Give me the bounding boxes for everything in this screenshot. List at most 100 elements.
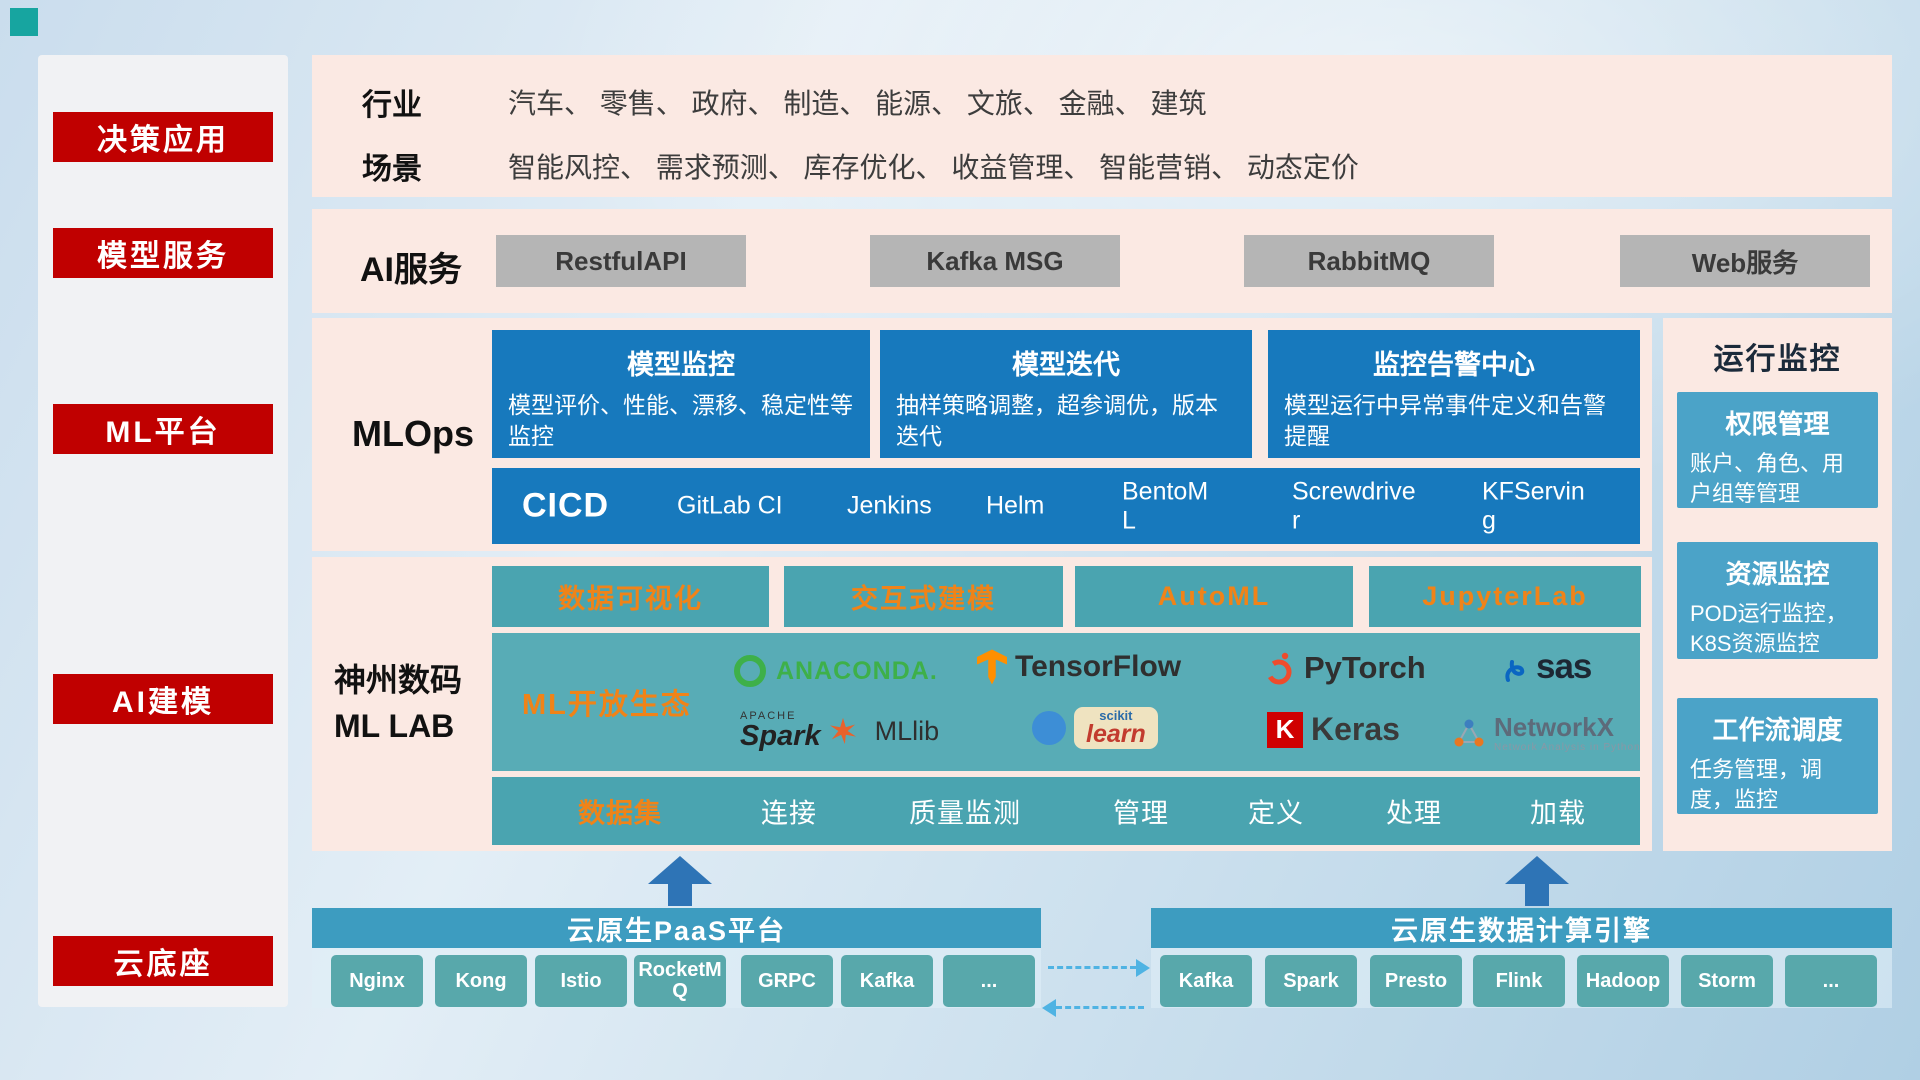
scenario-list: 智能风控、 需求预测、 库存优化、 收益管理、 智能营销、 动态定价 bbox=[508, 152, 1359, 183]
mllab-label: 神州数码 ML LAB bbox=[334, 657, 462, 750]
engine-presto-button: Presto bbox=[1370, 955, 1462, 1007]
scikit-learn-logo: scikit learn bbox=[1032, 707, 1158, 749]
resource-monitor-title: 资源监控 bbox=[1725, 559, 1830, 589]
dashed-arrow-left-head-icon bbox=[1042, 999, 1056, 1017]
cicd-screwdriver: Screwdriver bbox=[1292, 477, 1416, 534]
web-service-button: Web服务 bbox=[1620, 235, 1870, 287]
industry-label: 行业 bbox=[362, 89, 422, 122]
restful-api-button: RestfulAPI bbox=[496, 235, 746, 287]
resource-monitor-desc: POD运行监控，K8S资源监控 bbox=[1690, 601, 1848, 656]
cicd-title: CICD bbox=[522, 486, 610, 525]
paas-platform-bar: 云原生PaaS平台 bbox=[312, 908, 1041, 948]
cicd-gitlab: GitLab CI bbox=[677, 491, 783, 520]
scikit-learn-badge: scikit learn bbox=[1074, 707, 1158, 749]
tensorflow-wordmark: TensorFlow bbox=[1015, 650, 1182, 683]
dataset-label: 数据集 bbox=[578, 798, 662, 829]
keras-logo: K Keras bbox=[1267, 711, 1400, 748]
ml-ecosystem-box: ML开放生态 ANACONDA. TensorFlow PyTorch bbox=[492, 633, 1640, 771]
anaconda-wordmark: ANACONDA. bbox=[776, 656, 938, 685]
engine-spark-button: Spark bbox=[1265, 955, 1357, 1007]
dataset-loading: 加载 bbox=[1530, 798, 1586, 829]
interactive-modeling-button: 交互式建模 bbox=[784, 566, 1063, 627]
ai-service-label: AI服务 bbox=[360, 251, 462, 289]
dataset-quality: 质量监测 bbox=[909, 798, 1021, 829]
cicd-helm: Helm bbox=[986, 491, 1045, 520]
pytorch-icon bbox=[1266, 652, 1292, 685]
up-arrow-left-icon bbox=[648, 856, 712, 906]
networkx-icon bbox=[1454, 719, 1484, 747]
left-category-rail: 决策应用 模型服务 ML平台 AI建模 云底座 bbox=[38, 55, 288, 1007]
anaconda-icon bbox=[734, 655, 766, 687]
resource-monitor-card: 资源监控 POD运行监控，K8S资源监控 bbox=[1677, 542, 1878, 659]
mllab-panel: 神州数码 ML LAB 数据可视化 交互式建模 AutoML JupyterLa… bbox=[312, 557, 1652, 851]
rail-item-ai-modeling: AI建模 bbox=[53, 674, 273, 724]
anaconda-logo: ANACONDA. bbox=[732, 653, 938, 689]
rail-item-model-service: 模型服务 bbox=[53, 228, 273, 278]
dataset-processing: 处理 bbox=[1386, 798, 1442, 829]
sas-wordmark: sas bbox=[1536, 647, 1592, 686]
rail-item-ml-platform: ML平台 bbox=[53, 404, 273, 454]
scikit-label: scikit bbox=[1099, 708, 1133, 723]
ai-service-panel: AI服务 RestfulAPI Kafka MSG RabbitMQ Web服务 bbox=[312, 209, 1892, 313]
dataset-connect: 连接 bbox=[761, 798, 817, 829]
tensorflow-logo: TensorFlow bbox=[977, 649, 1181, 685]
paas-istio-button: Istio bbox=[535, 955, 627, 1007]
cicd-bar: CICD GitLab CI Jenkins Helm BentoML Scre… bbox=[492, 468, 1640, 544]
data-engine-group: 云原生数据计算引擎 Kafka Spark Presto Flink Hadoo… bbox=[1151, 908, 1892, 1008]
paas-nginx-button: Nginx bbox=[331, 955, 423, 1007]
dataset-definition: 定义 bbox=[1248, 798, 1304, 829]
dashed-arrow-right-head-icon bbox=[1136, 959, 1150, 977]
cicd-kfserving: KFServing bbox=[1482, 477, 1585, 534]
spark-wordmark-block: APACHE Spark bbox=[740, 711, 821, 751]
workflow-scheduler-card: 工作流调度 任务管理，调度，监控 bbox=[1677, 698, 1878, 814]
pytorch-wordmark: PyTorch bbox=[1304, 650, 1426, 685]
model-iteration-title: 模型迭代 bbox=[1012, 350, 1120, 380]
mllab-label-line1: 神州数码 bbox=[334, 662, 463, 698]
paas-grpc-button: GRPC bbox=[741, 955, 833, 1007]
apache-label: APACHE bbox=[740, 710, 797, 722]
engine-kafka-button: Kafka bbox=[1160, 955, 1252, 1007]
networkx-wordmark: NetworkX bbox=[1494, 712, 1614, 742]
alert-center-card: 监控告警中心 模型运行中异常事件定义和告警提醒 bbox=[1268, 330, 1640, 458]
paas-rocketmq-button: RocketMQ bbox=[634, 955, 726, 1007]
up-arrow-right-icon bbox=[1505, 856, 1569, 906]
model-iteration-card: 模型迭代 抽样策略调整，超参调优，版本迭代 bbox=[880, 330, 1252, 458]
paas-platform-group: 云原生PaaS平台 Nginx Kong Istio RocketMQ GRPC… bbox=[312, 908, 1041, 1008]
ml-ecosystem-label: ML开放生态 bbox=[522, 689, 692, 721]
cicd-jenkins: Jenkins bbox=[847, 491, 932, 520]
corner-decoration bbox=[10, 8, 38, 36]
sas-logo: sas bbox=[1502, 647, 1592, 687]
spark-wordmark: Spark bbox=[740, 720, 821, 752]
engine-hadoop-button: Hadoop bbox=[1577, 955, 1669, 1007]
model-monitoring-card: 模型监控 模型评价、性能、漂移、稳定性等监控 bbox=[492, 330, 870, 458]
runtime-monitoring-title: 运行监控 bbox=[1713, 343, 1842, 376]
learn-label: learn bbox=[1086, 720, 1146, 748]
tensorflow-icon bbox=[977, 649, 1007, 685]
dataset-management: 管理 bbox=[1113, 798, 1169, 829]
dashed-arrow-right-line bbox=[1048, 966, 1136, 969]
spark-mllib-logo: APACHE Spark MLlib bbox=[740, 711, 939, 751]
alert-center-desc: 模型运行中异常事件定义和告警提醒 bbox=[1284, 392, 1606, 450]
pytorch-logo: PyTorch bbox=[1262, 649, 1426, 687]
model-iteration-desc: 抽样策略调整，超参调优，版本迭代 bbox=[896, 392, 1218, 450]
workflow-scheduler-title: 工作流调度 bbox=[1712, 715, 1843, 745]
rail-item-decision-app: 决策应用 bbox=[53, 112, 273, 162]
engine-more-button: ... bbox=[1785, 955, 1877, 1007]
engine-storm-button: Storm bbox=[1681, 955, 1773, 1007]
permission-mgmt-title: 权限管理 bbox=[1725, 409, 1830, 439]
cicd-bentoml: BentoML bbox=[1122, 477, 1209, 534]
spark-star-icon bbox=[829, 717, 856, 745]
kafka-msg-button: Kafka MSG bbox=[870, 235, 1120, 287]
runtime-monitoring-panel: 运行监控 权限管理 账户、角色、用户组等管理 资源监控 POD运行监控，K8S资… bbox=[1663, 318, 1892, 851]
rail-item-cloud-base: 云底座 bbox=[53, 936, 273, 986]
jupyterlab-button: JupyterLab bbox=[1369, 566, 1641, 627]
networkx-subtitle: Network Analysis in Python bbox=[1494, 741, 1641, 753]
paas-more-button: ... bbox=[943, 955, 1035, 1007]
model-monitoring-title: 模型监控 bbox=[627, 350, 735, 380]
business-panel: 行业 汽车、 零售、 政府、 制造、 能源、 文旅、 金融、 建筑 场景 智能风… bbox=[312, 55, 1892, 197]
networkx-logo: NetworkX Network Analysis in Python bbox=[1452, 713, 1641, 753]
rabbitmq-button: RabbitMQ bbox=[1244, 235, 1494, 287]
alert-center-title: 监控告警中心 bbox=[1373, 350, 1535, 380]
mlops-panel: MLOps 模型监控 模型评价、性能、漂移、稳定性等监控 模型迭代 抽样策略调整… bbox=[312, 318, 1652, 551]
networkx-wordmark-block: NetworkX Network Analysis in Python bbox=[1494, 713, 1641, 753]
